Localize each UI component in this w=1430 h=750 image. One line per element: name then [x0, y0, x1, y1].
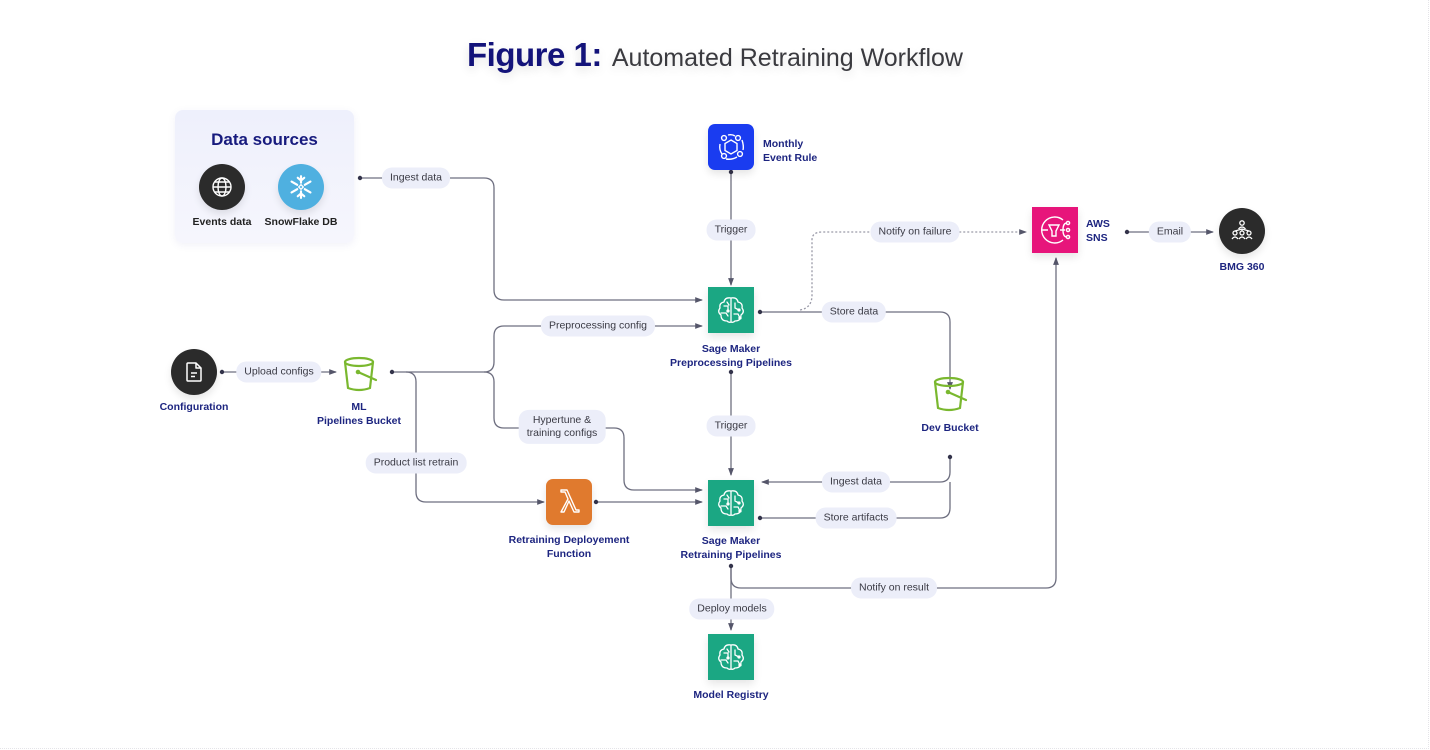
sagemaker-retraining-node[interactable] — [708, 480, 754, 526]
sagemaker-retraining-label: Sage Maker Retraining Pipelines — [681, 534, 782, 562]
preprocessing-line2: Preprocessing Pipelines — [670, 357, 792, 370]
edge-label-trigger-top: Trigger — [706, 219, 756, 241]
lambda-label: Retraining Deployement Function — [509, 533, 630, 561]
monthly-event-rule-line2: Event Rule — [763, 151, 818, 164]
monthly-event-rule-node[interactable] — [708, 124, 754, 170]
events-data-label: Events data — [192, 216, 252, 228]
edge-label-email: Email — [1148, 221, 1192, 243]
edge-label-hypertune: Hypertune & training configs — [518, 409, 606, 445]
lambda-line1: Retraining Deployement — [508, 534, 630, 546]
lambda-line2: Function — [546, 548, 592, 561]
edge-label-product-list-retrain: Product list retrain — [365, 452, 467, 474]
data-sources-group: Data sources Events data SnowFlake DB — [175, 110, 354, 243]
dev-bucket-node[interactable] — [930, 374, 970, 414]
figure-number: Figure 1: — [467, 36, 602, 73]
edge-label-store-artifacts: Store artifacts — [815, 507, 897, 529]
sagemaker-brain-icon — [718, 297, 744, 323]
sagemaker-preprocessing-label: Sage Maker Preprocessing Pipelines — [670, 342, 792, 370]
document-icon — [186, 362, 202, 382]
edge-label-ingest-data-bottom: Ingest data — [822, 471, 890, 493]
aws-sns-label: AWS SNS — [1086, 218, 1110, 245]
bmg360-node[interactable] — [1219, 208, 1265, 254]
sagemaker-preprocessing-node[interactable] — [708, 287, 754, 333]
preprocessing-line1: Sage Maker — [701, 343, 761, 355]
globe-icon — [212, 177, 232, 197]
edge-notify-failure — [799, 229, 1027, 311]
aws-sns-node[interactable] — [1032, 207, 1078, 253]
model-registry-label: Model Registry — [693, 689, 769, 701]
edge-label-preprocessing-config: Preprocessing config — [540, 315, 656, 337]
model-registry-node[interactable] — [708, 634, 754, 680]
data-sources-title: Data sources — [211, 130, 318, 149]
sagemaker-brain-icon — [718, 644, 744, 670]
sagemaker-brain-icon — [718, 490, 744, 516]
monthly-event-rule-label: Monthly Event Rule — [763, 138, 817, 165]
eventbridge-rule-icon — [719, 133, 745, 160]
bucket-icon — [933, 376, 968, 412]
edge-ingest-data-top — [360, 177, 703, 303]
ml-bucket-line2: Pipelines Bucket — [316, 415, 402, 428]
figure-subtitle: Automated Retraining Workflow — [611, 44, 963, 72]
hypertune-line2: training configs — [526, 427, 598, 439]
figure-title: Figure 1: Automated Retraining Workflow — [0, 36, 1430, 74]
edge-label-notify-result: Notify on result — [850, 577, 938, 599]
monthly-event-rule-line1: Monthly — [763, 138, 804, 150]
edge-label-store-data: Store data — [821, 301, 887, 323]
edge-ingest-data-bottom — [761, 457, 951, 485]
org-chart-icon — [1231, 220, 1253, 240]
edge-store-artifacts — [760, 482, 951, 519]
ml-bucket-node[interactable] — [340, 354, 380, 394]
aws-sns-line2: SNS — [1086, 231, 1108, 244]
ml-bucket-label: ML Pipelines Bucket — [317, 400, 401, 428]
bmg360-label: BMG 360 — [1219, 261, 1265, 273]
edge-hypertune — [483, 371, 703, 493]
lambda-node[interactable] — [546, 479, 592, 525]
edge-product-list — [405, 371, 545, 505]
configuration-label: Configuration — [159, 401, 229, 413]
ml-bucket-line1: ML — [351, 401, 367, 413]
sns-icon — [1040, 216, 1071, 244]
edge-label-ingest-data-top: Ingest data — [382, 167, 450, 189]
events-data-node[interactable] — [199, 164, 245, 210]
bucket-icon — [343, 356, 378, 392]
edge-label-notify-failure: Notify on failure — [870, 221, 960, 243]
edge-preprocessing-config — [483, 323, 703, 373]
hypertune-line1: Hypertune & — [532, 413, 592, 426]
edge-store-data — [760, 311, 953, 390]
retraining-line2: Retraining Pipelines — [680, 549, 782, 562]
edge-label-upload-configs: Upload configs — [236, 361, 322, 383]
snowflake-label: SnowFlake DB — [264, 216, 338, 228]
dev-bucket-label: Dev Bucket — [921, 422, 979, 434]
edge-label-trigger-mid: Trigger — [706, 415, 756, 437]
lambda-icon — [560, 489, 580, 513]
edge-label-deploy-models: Deploy models — [689, 598, 775, 620]
snowflake-node[interactable] — [278, 164, 324, 210]
configuration-node[interactable] — [171, 349, 217, 395]
snowflake-icon — [290, 175, 312, 199]
aws-sns-line1: AWS — [1086, 218, 1110, 230]
retraining-line1: Sage Maker — [701, 535, 761, 547]
